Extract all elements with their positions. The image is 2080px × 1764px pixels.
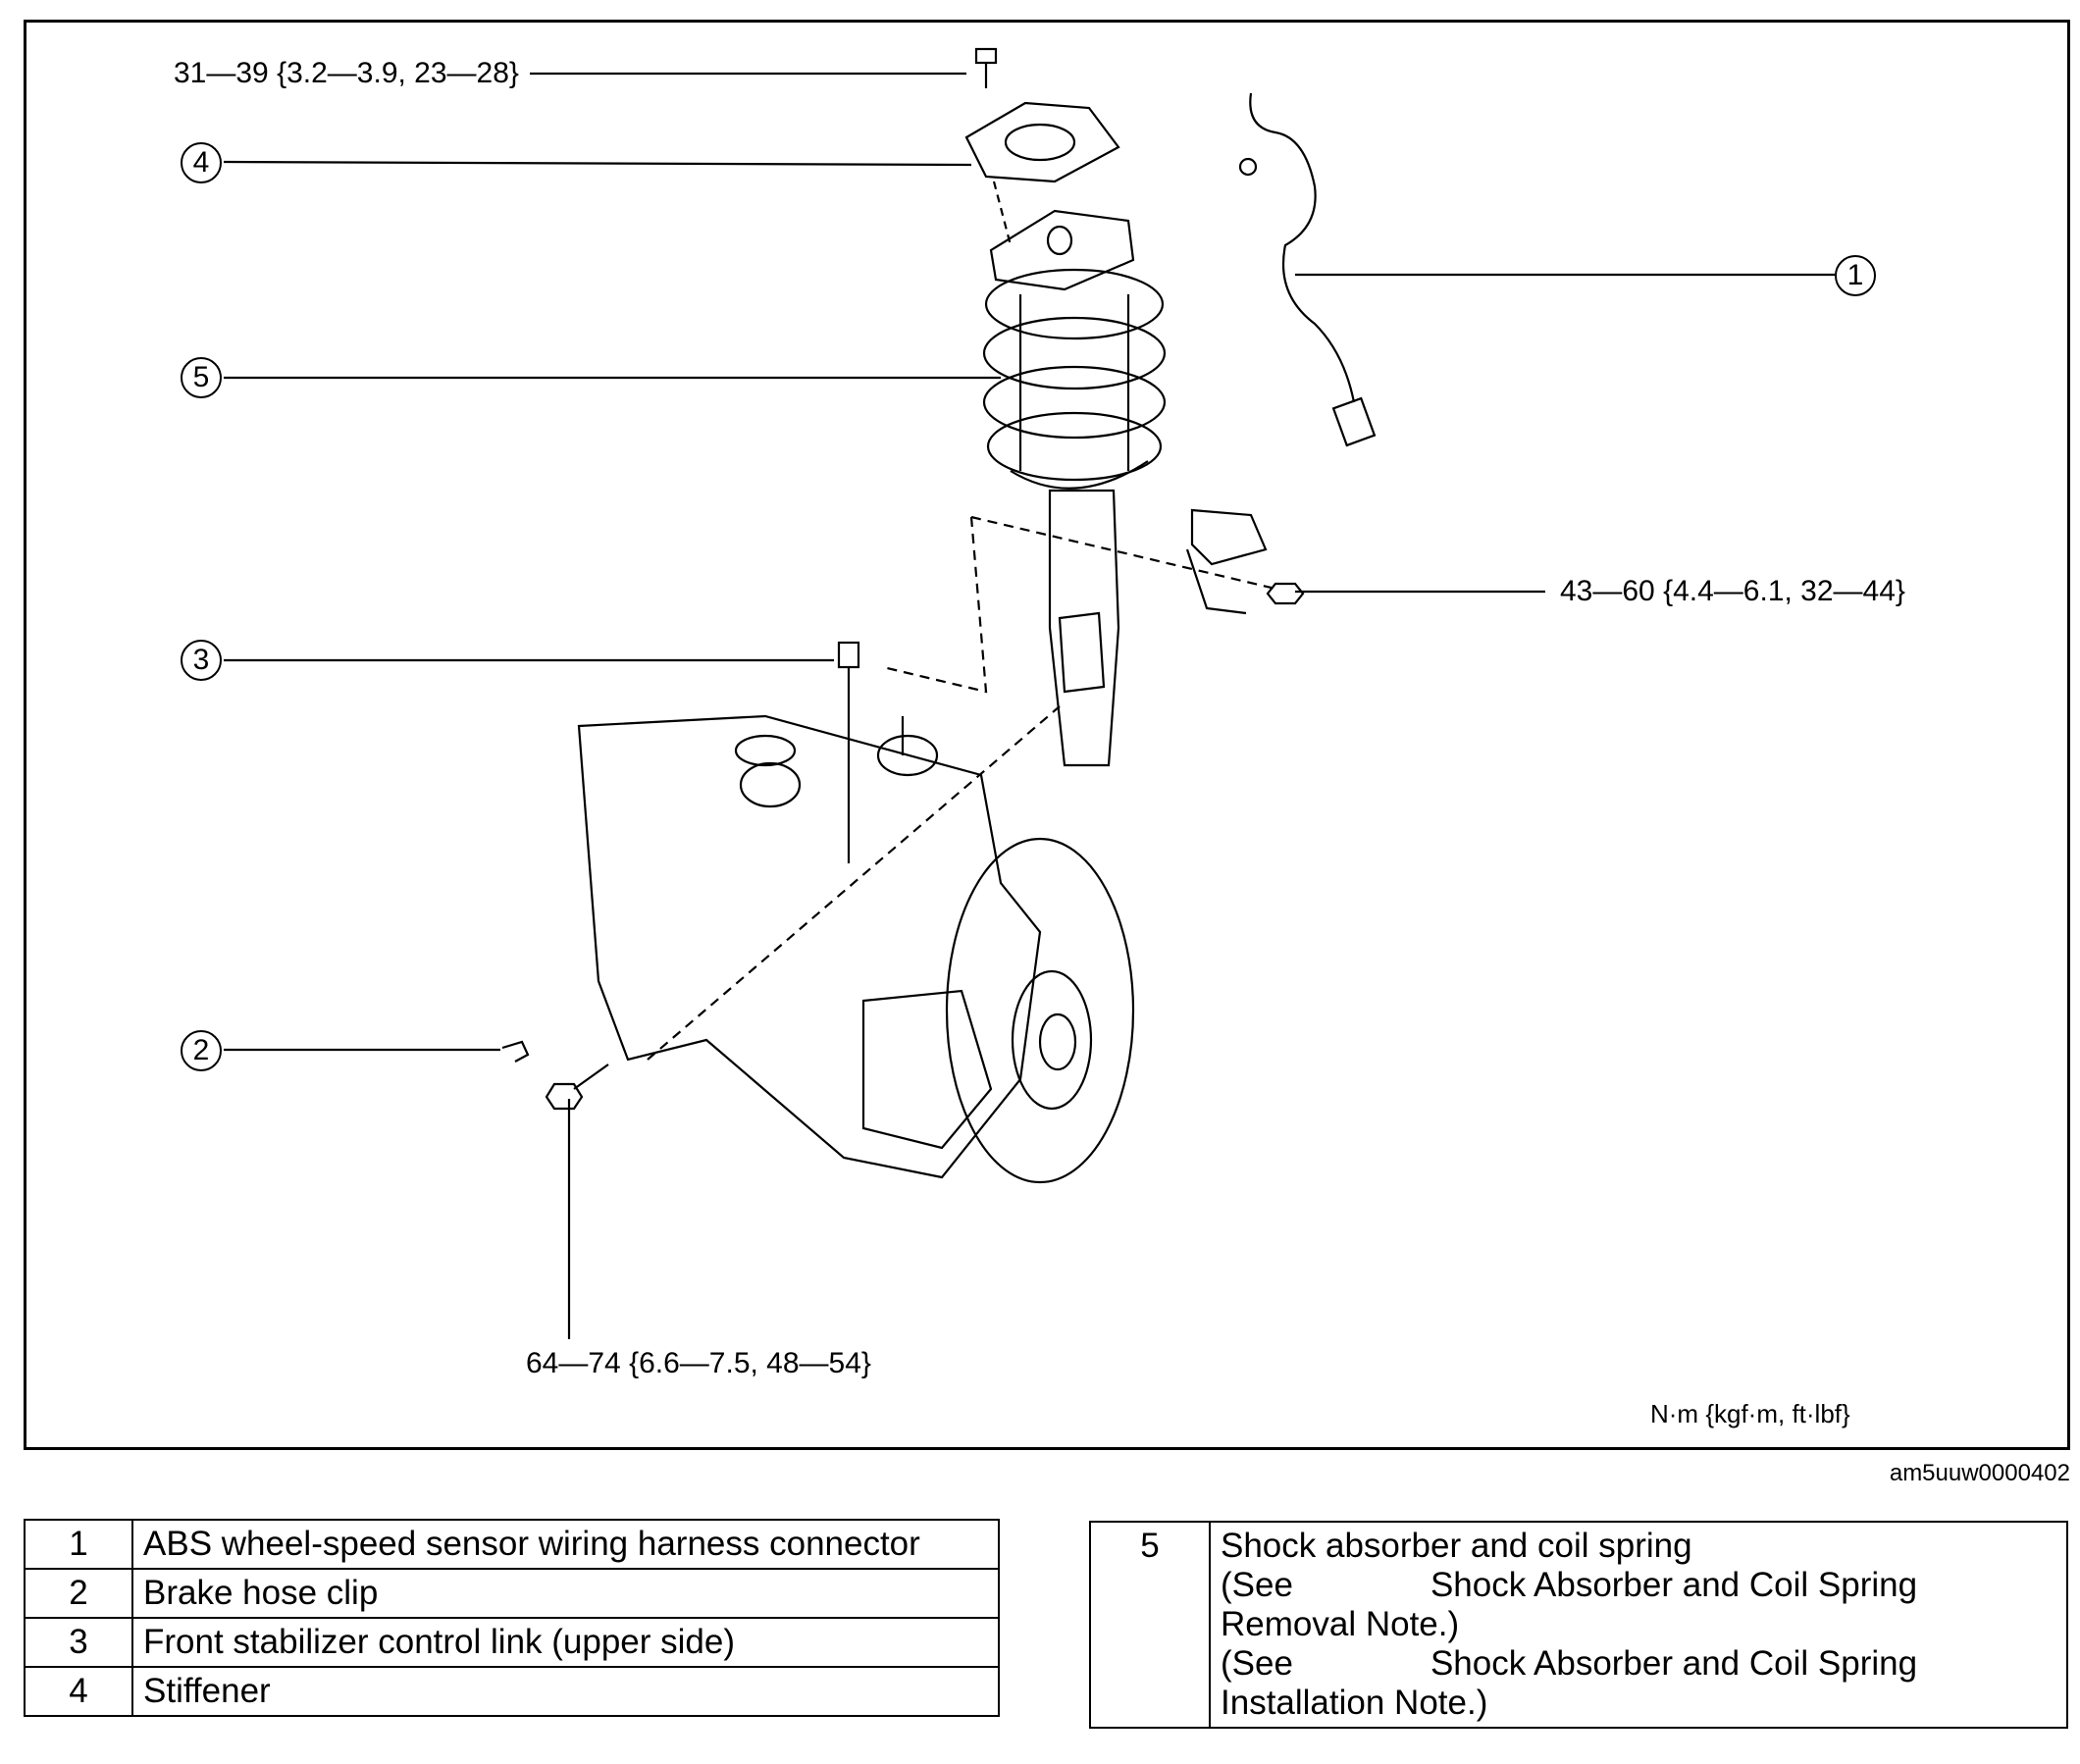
removal-note-link[interactable]: Shock Absorber and Coil Spring <box>1430 1566 1918 1604</box>
top-bolt-head <box>974 47 998 65</box>
see-prefix: (See <box>1221 1566 1293 1604</box>
shock-absorber <box>1048 489 1120 767</box>
diagram-frame <box>24 20 2070 1450</box>
brake-caliper <box>861 989 993 1150</box>
callout-2: 2 <box>181 1030 222 1071</box>
table-row: 1 ABS wheel-speed sensor wiring harness … <box>24 1519 1000 1570</box>
torque-units: N·m {kgf·m, ft·lbf} <box>1650 1399 1850 1428</box>
steering-knuckle <box>577 714 1042 1179</box>
legend-num: 1 <box>24 1519 133 1570</box>
stiffener <box>964 101 1120 183</box>
table-row: 2 Brake hose clip <box>24 1568 1000 1619</box>
brake-disc <box>945 837 1135 1184</box>
see-suffix: Installation Note.) <box>1221 1684 1488 1722</box>
torque-knuckle-bolt: 64—74 {6.6—7.5, 48—54} <box>526 1347 871 1379</box>
installation-note-link[interactable]: Shock Absorber and Coil Spring <box>1430 1644 1918 1683</box>
torque-stabilizer-nut: 43—60 {4.4—6.1, 32—44} <box>1560 575 1905 607</box>
legend-title: Shock absorber and coil spring <box>1221 1527 1692 1565</box>
legend-num: 4 <box>24 1666 133 1717</box>
figure-code: am5uuw0000402 <box>1889 1460 2070 1486</box>
callout-5: 5 <box>181 357 222 398</box>
legend-text: Stiffener <box>131 1666 1000 1717</box>
table-row: 4 Stiffener <box>24 1666 1000 1717</box>
callout-4: 4 <box>181 142 222 183</box>
callout-3: 3 <box>181 640 222 681</box>
legend-num: 2 <box>24 1568 133 1619</box>
see-prefix: (See <box>1221 1644 1293 1683</box>
legend-text: Front stabilizer control link (upper sid… <box>131 1617 1000 1668</box>
legend-num: 5 <box>1089 1521 1211 1729</box>
strut-mount <box>989 209 1135 291</box>
table-row: 3 Front stabilizer control link (upper s… <box>24 1617 1000 1668</box>
callout-1: 1 <box>1835 255 1876 296</box>
leader-4 <box>223 160 972 167</box>
legend-text: Brake hose clip <box>131 1568 1000 1619</box>
abs-harness <box>1249 92 1356 403</box>
torque-top-bolt: 31—39 {3.2—3.9, 23—28} <box>174 57 519 89</box>
legend-text: ABS wheel-speed sensor wiring harness co… <box>131 1519 1000 1570</box>
coil-spring <box>982 268 1167 482</box>
legend-num: 3 <box>24 1617 133 1668</box>
see-suffix: Removal Note.) <box>1221 1605 1460 1643</box>
legend-table-left: 1 ABS wheel-speed sensor wiring harness … <box>24 1519 1000 1717</box>
